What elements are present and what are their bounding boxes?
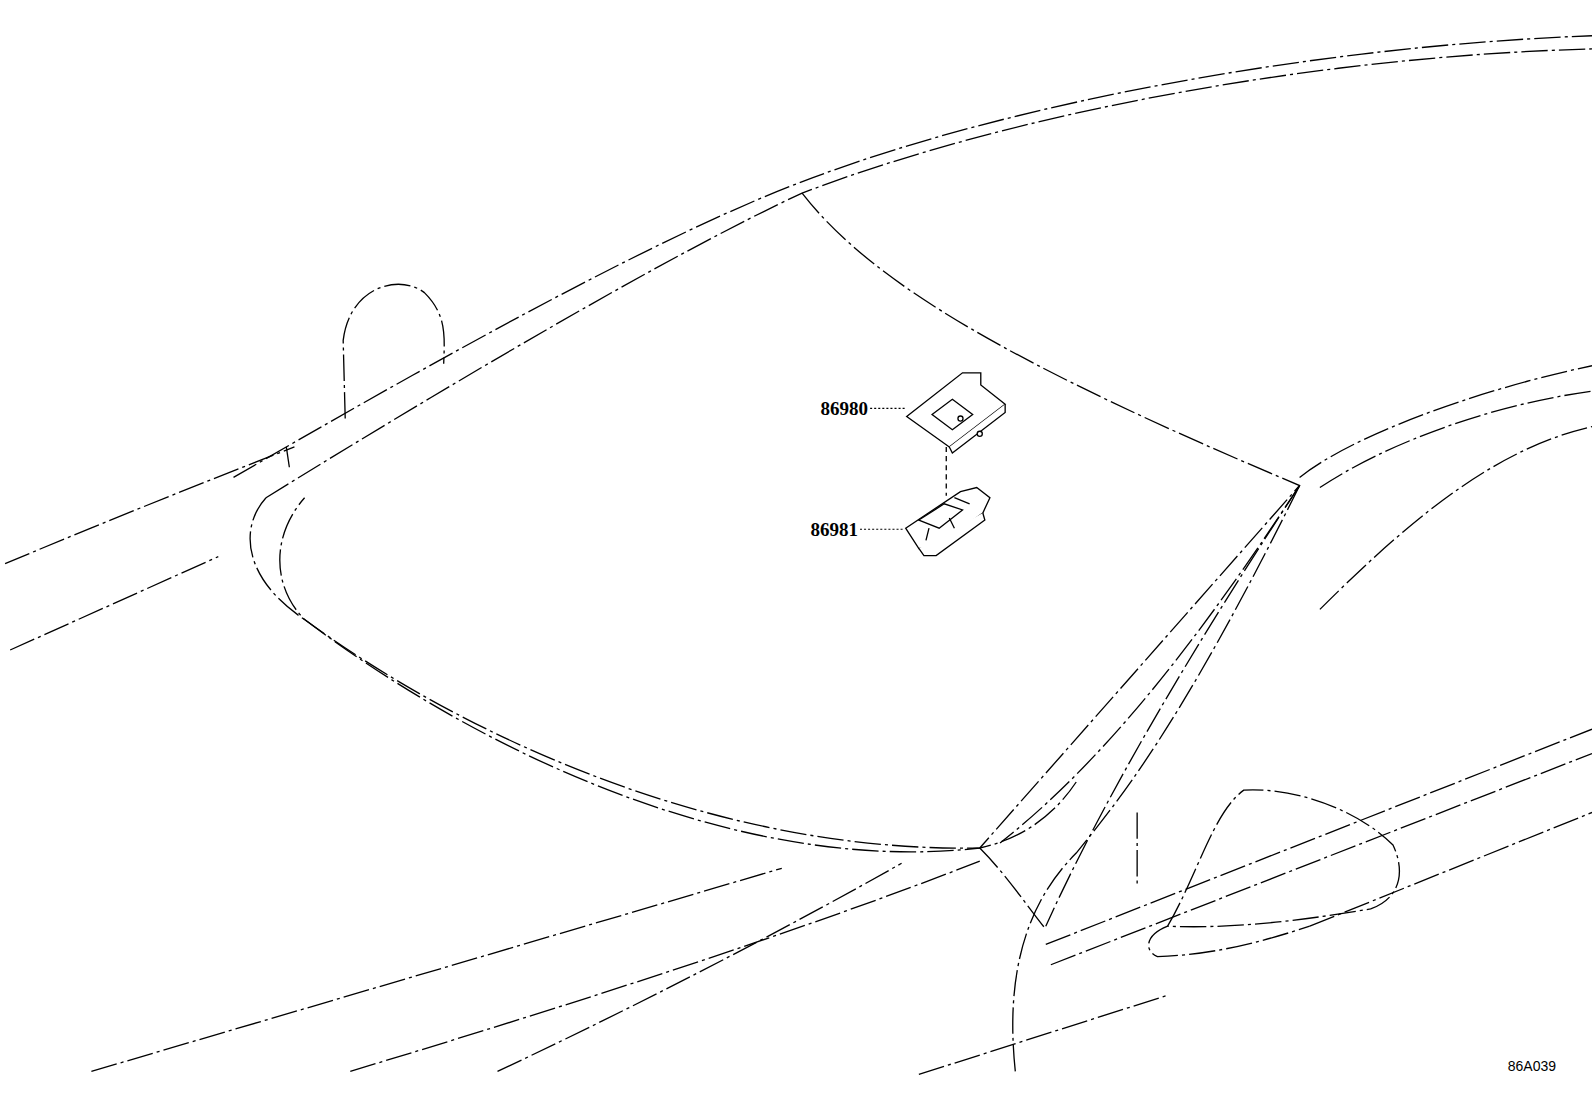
- windshield-outline: [250, 498, 304, 620]
- sensor-cover: [907, 373, 1005, 447]
- figure-code: 86A039: [1508, 1059, 1556, 1073]
- sensor-bracket: [919, 504, 963, 528]
- body-line: [1051, 754, 1592, 965]
- assembly-line: [946, 447, 947, 496]
- sensor-window: [932, 399, 973, 429]
- callout-number: 86981: [811, 520, 859, 539]
- sensor-hole: [958, 416, 963, 421]
- body-line: [1046, 729, 1592, 944]
- body-line: [10, 557, 218, 650]
- body-line: [350, 861, 979, 1071]
- leader-line: [860, 529, 904, 530]
- sensor-bracket: [926, 498, 970, 541]
- windshield-outline: [280, 193, 1300, 848]
- body-line: [1310, 812, 1592, 926]
- right-mirror: [1149, 926, 1310, 956]
- roof-edge: [234, 36, 1592, 478]
- body-line: [980, 848, 1046, 929]
- body-line: [919, 995, 1168, 1074]
- body-line: [498, 863, 902, 1071]
- body-line: [1013, 486, 1300, 1072]
- leader-line: [870, 408, 906, 409]
- body-line: [5, 447, 294, 564]
- left-mirror: [343, 284, 444, 418]
- door-line: [1136, 812, 1137, 883]
- door-line: [1320, 427, 1592, 610]
- sensor-hole: [977, 431, 982, 436]
- a-pillar: [1300, 366, 1592, 478]
- roof-edge: [266, 49, 1592, 498]
- callout-number: 86980: [821, 399, 869, 418]
- windshield-outline: [305, 620, 1077, 852]
- body-line: [91, 868, 781, 1071]
